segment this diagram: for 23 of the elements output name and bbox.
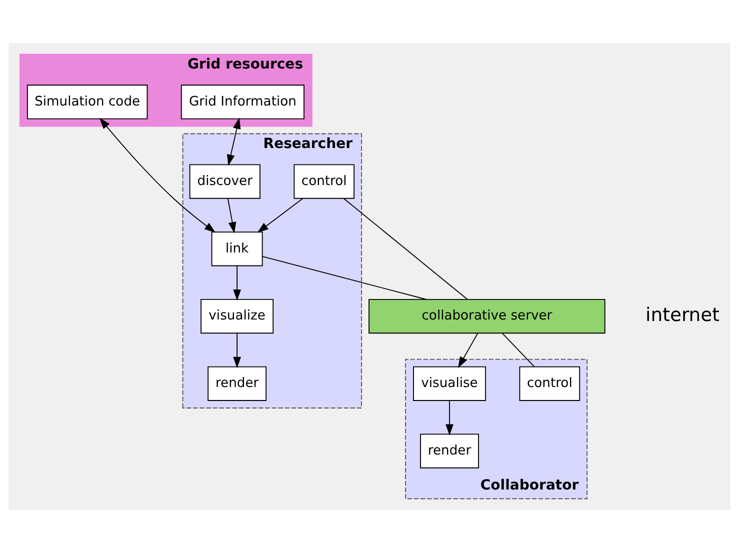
arrow [227, 198, 236, 233]
node-box: control [519, 366, 580, 400]
node-box: control [294, 164, 355, 198]
node-box: Simulation code [26, 84, 148, 119]
arrow [233, 332, 241, 368]
connector [343, 198, 468, 300]
arrow [99, 117, 216, 232]
node-box: collaborative server [368, 298, 606, 334]
node-box: render [208, 366, 267, 400]
node-box: Grid Information [180, 84, 304, 119]
arrow [226, 117, 241, 166]
node-box: discover [189, 164, 260, 198]
arrow [257, 198, 304, 232]
arrow [446, 400, 454, 436]
label: internet [646, 304, 720, 326]
node-box: visualise [413, 366, 486, 400]
arrow [458, 332, 478, 368]
arrow [233, 265, 241, 300]
connector [262, 256, 427, 300]
connector [502, 332, 535, 367]
node-box: link [211, 231, 263, 266]
node-box: render [420, 433, 479, 468]
node-box: visualize [200, 298, 274, 334]
